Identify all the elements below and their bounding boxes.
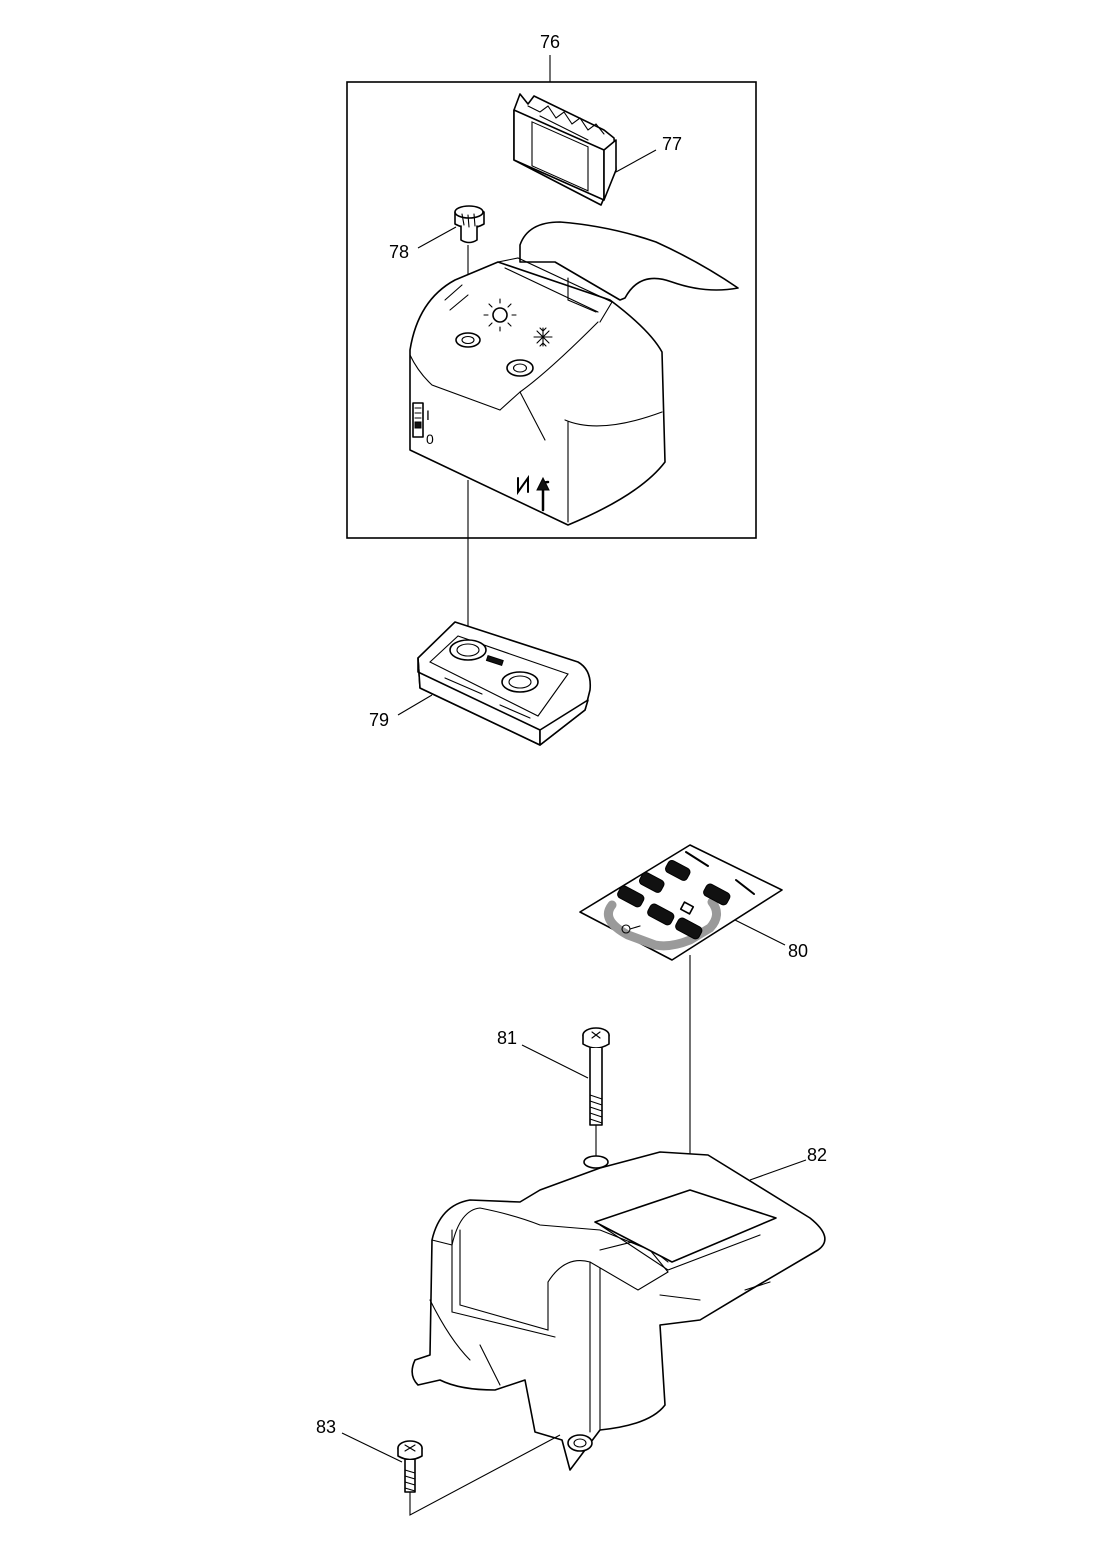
callout-80: 80 bbox=[788, 941, 808, 961]
assembly-76-group bbox=[346, 55, 757, 539]
part-79-filter-base bbox=[417, 621, 592, 746]
snowflake-icon bbox=[533, 327, 553, 347]
callout-77: 77 bbox=[662, 134, 682, 154]
choke-switch-icon bbox=[412, 402, 424, 438]
switch-off-mark: 0 bbox=[426, 431, 434, 447]
leader-80 bbox=[734, 919, 786, 946]
callout-76: 76 bbox=[540, 32, 560, 52]
part-77-filter-element bbox=[513, 93, 617, 206]
callout-78: 78 bbox=[389, 242, 409, 262]
assembly-76-frame bbox=[346, 81, 757, 539]
sun-icon bbox=[483, 298, 517, 332]
part-81-long-screw bbox=[582, 1027, 610, 1160]
rotation-arrow-icon bbox=[517, 474, 550, 512]
leader-82 bbox=[749, 1159, 807, 1181]
leader-81 bbox=[521, 1044, 589, 1079]
callout-81: 81 bbox=[497, 1028, 517, 1048]
part-76-filter-cover: I 0 bbox=[409, 221, 739, 628]
leader-83 bbox=[341, 1432, 403, 1463]
part-83-short-screw bbox=[397, 1434, 561, 1516]
callout-82: 82 bbox=[807, 1145, 827, 1165]
leader-77 bbox=[615, 149, 657, 173]
leader-78 bbox=[417, 226, 457, 249]
leader-79 bbox=[397, 694, 433, 716]
part-78-knob-screw bbox=[454, 205, 485, 335]
switch-on-mark: I bbox=[426, 407, 430, 423]
callout-83: 83 bbox=[316, 1417, 336, 1437]
part-82-top-cover bbox=[411, 1151, 826, 1471]
assembly-line-83 bbox=[409, 1434, 561, 1516]
callout-79: 79 bbox=[369, 710, 389, 730]
